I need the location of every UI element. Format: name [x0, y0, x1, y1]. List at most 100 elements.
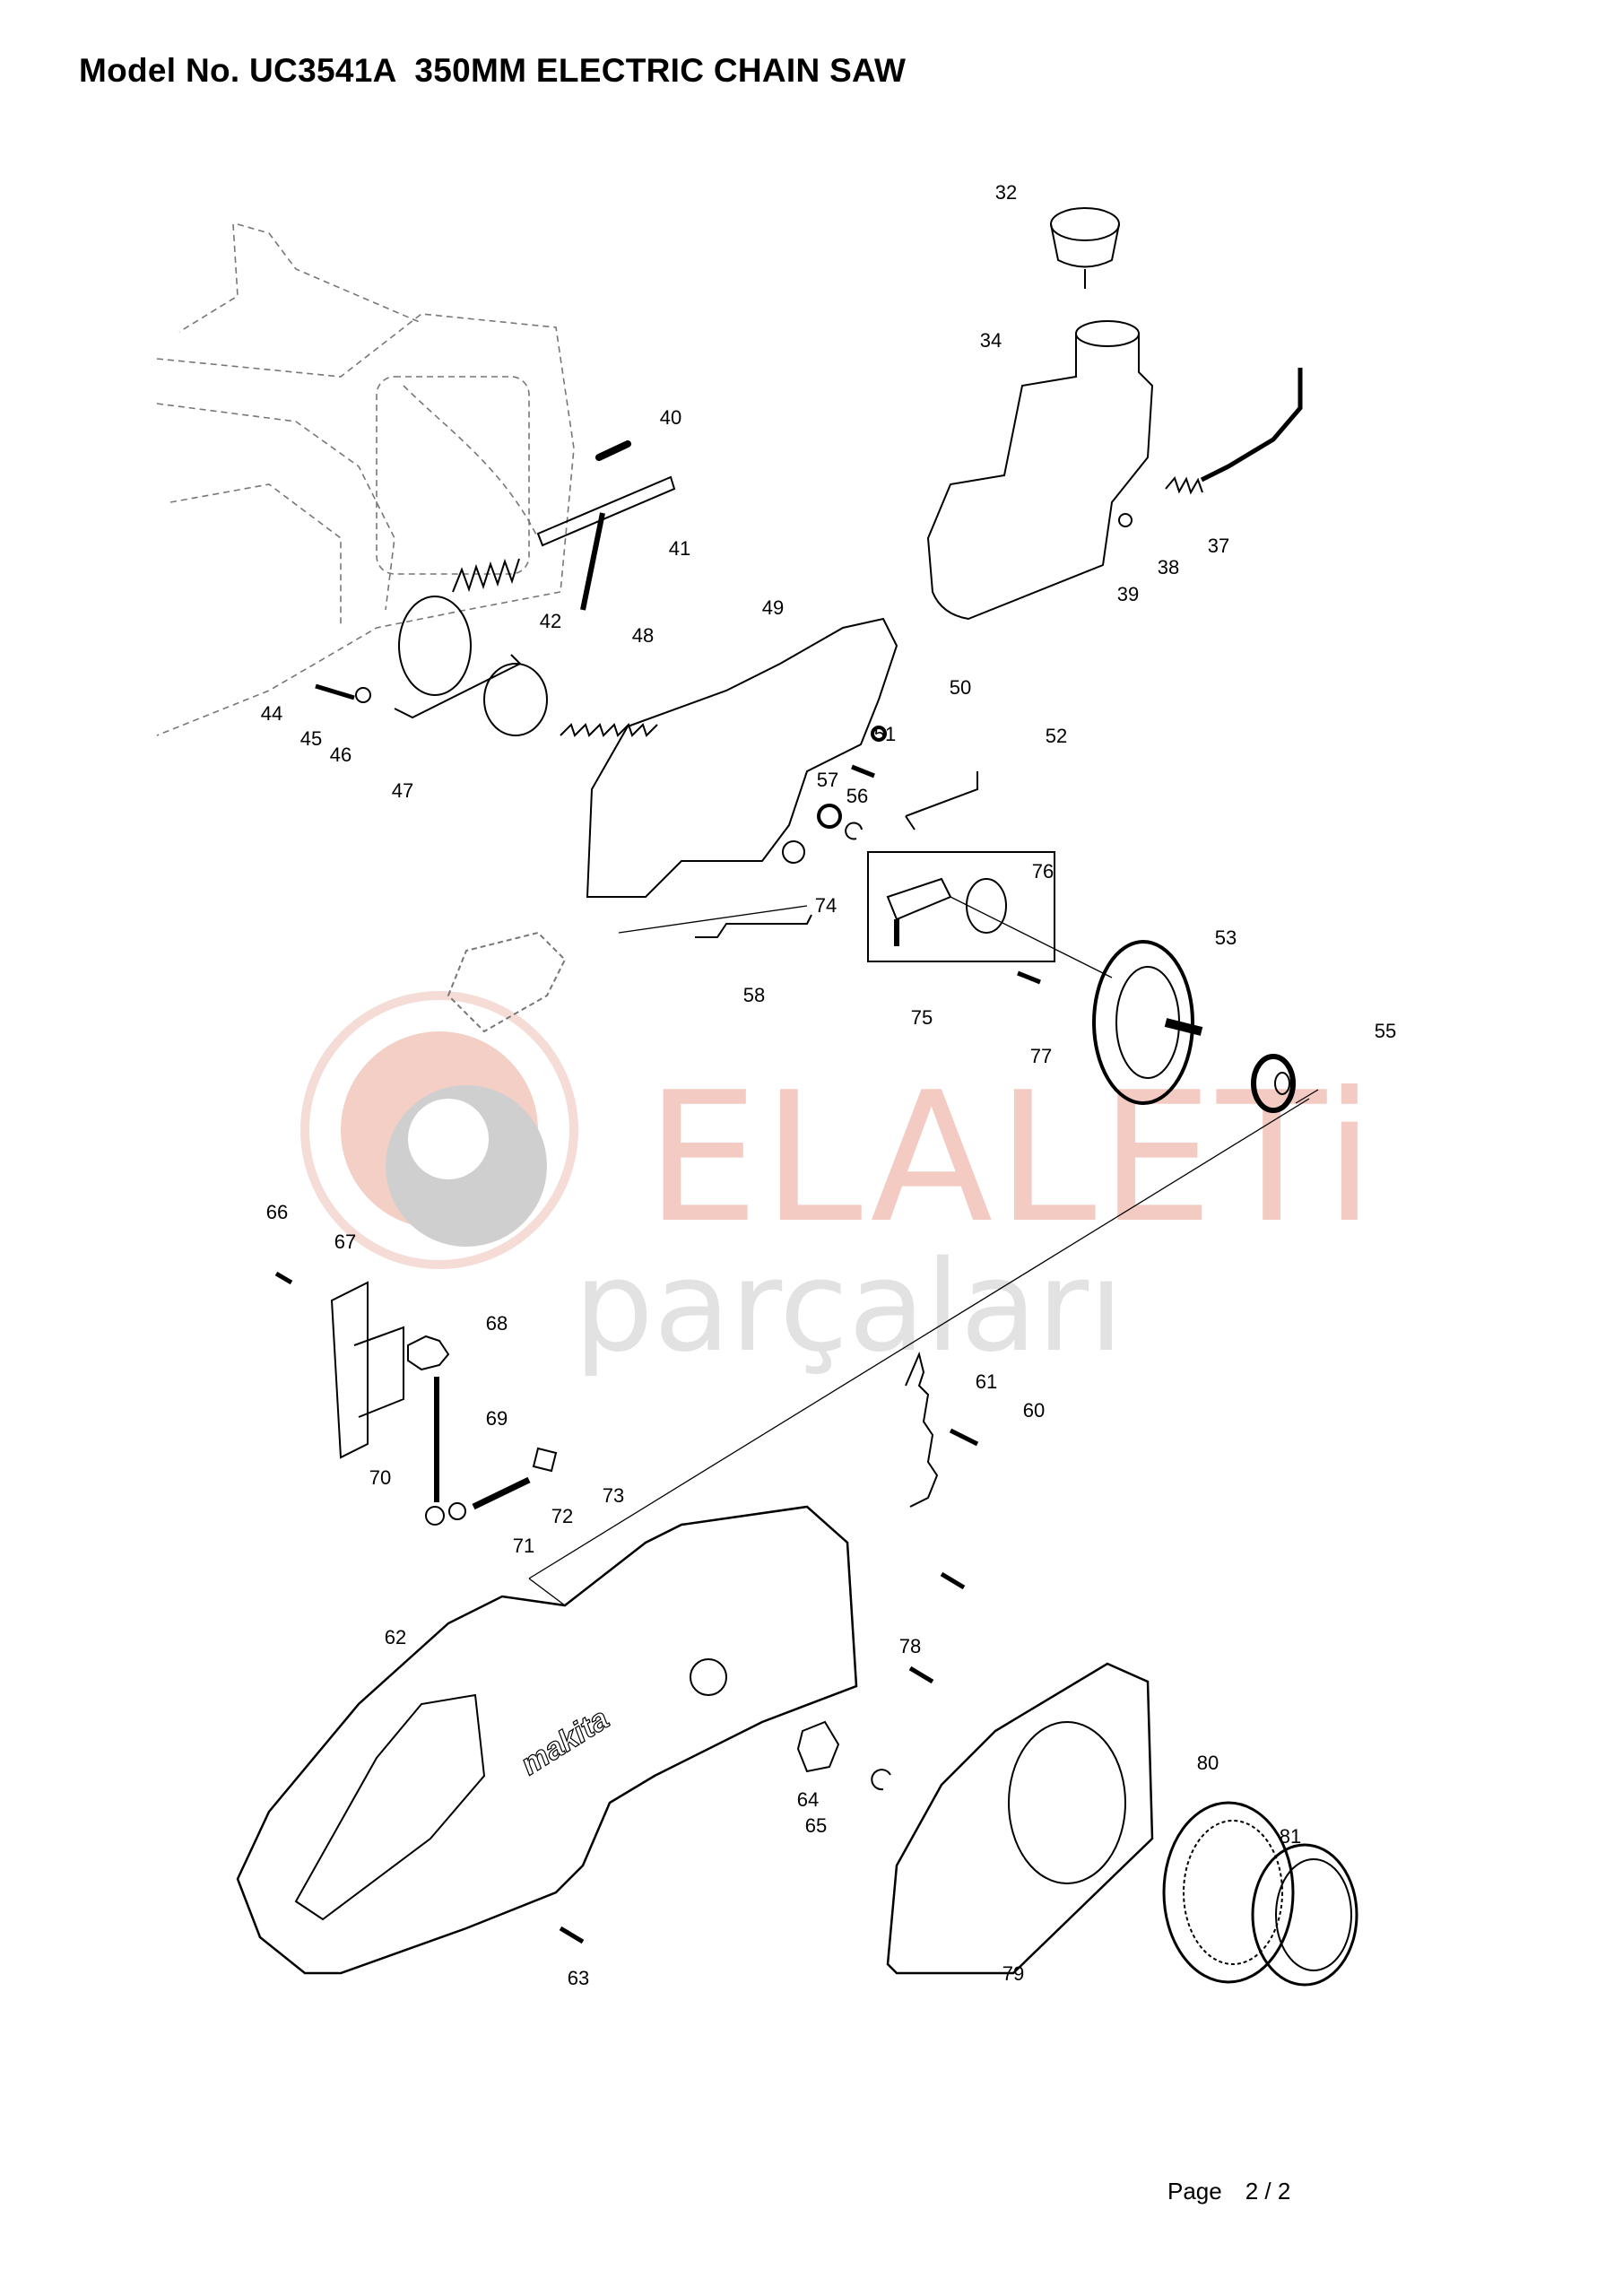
part-number-label: 41 — [668, 537, 691, 560]
part-number-label: 44 — [260, 702, 283, 725]
part-number-label: 39 — [1116, 583, 1140, 605]
part-41-lever — [536, 475, 676, 611]
part-number-label: 53 — [1214, 926, 1237, 949]
page-label: Page — [1167, 2178, 1222, 2205]
part-number-label: 81 — [1279, 1825, 1302, 1848]
part-number-label: 48 — [631, 624, 655, 647]
part-62-housing — [236, 1505, 858, 1975]
part-38-spring — [1165, 475, 1203, 495]
part-number-label: 32 — [994, 181, 1018, 204]
part-number-label: 69 — [485, 1407, 508, 1430]
part-53-gear — [1092, 940, 1203, 1105]
part-56-clip — [845, 822, 863, 840]
part-79-window — [1008, 1721, 1126, 1884]
part-number-label: 67 — [334, 1231, 357, 1253]
part-75-oil-pump-assembly — [867, 851, 1055, 962]
part-79-sprocket-cover — [886, 1662, 1154, 1975]
part-number-label: 51 — [873, 723, 897, 745]
part-number-label: 38 — [1157, 556, 1180, 578]
leader-lines — [528, 896, 1319, 1606]
part-62-boss — [690, 1658, 727, 1696]
part-number-label: 65 — [804, 1814, 828, 1837]
part-64-nut — [796, 1720, 840, 1773]
part-number-label: 79 — [1002, 1962, 1025, 1985]
page-title: Model No. UC3541A 350MM ELECTRIC CHAIN S… — [79, 52, 907, 89]
part-40-pin — [595, 440, 631, 461]
part-62-handle-opening — [294, 1693, 486, 1921]
part-55-bearing — [1251, 1054, 1296, 1113]
part-number-label: 49 — [761, 596, 785, 619]
part-34-oil-tank — [926, 320, 1154, 621]
part-70-nut — [425, 1506, 445, 1526]
part-52-shaft — [905, 771, 978, 831]
part-50-oring — [871, 726, 887, 742]
page-number: 2 / 2 — [1245, 2178, 1291, 2205]
part-75-oil-pump — [886, 877, 952, 946]
part-number-label: 55 — [1374, 1020, 1397, 1042]
part-51-screw — [851, 764, 875, 778]
part-number-label: 46 — [329, 744, 352, 766]
part-number-label: 64 — [796, 1788, 820, 1811]
part-78-screw — [908, 1665, 934, 1684]
part-60-screw — [949, 1428, 979, 1447]
part-number-label: 56 — [846, 785, 869, 807]
part-77-screw — [1017, 970, 1041, 985]
part-number-label: 66 — [265, 1201, 289, 1223]
part-number-label: 62 — [384, 1626, 407, 1648]
part-39-oring — [1118, 513, 1133, 527]
part-72-adjust-screw — [472, 1476, 531, 1510]
part-57-bearing — [817, 804, 842, 829]
part-number-label: 77 — [1029, 1045, 1053, 1067]
part-58-handle-outline — [447, 931, 567, 1033]
part-63-screw — [559, 1926, 585, 1944]
part-61-bumper-spike — [905, 1351, 939, 1508]
part-76-worm — [966, 878, 1007, 934]
part-48-spring — [560, 723, 658, 737]
part-65-eclip — [871, 1769, 891, 1791]
part-number-label: 58 — [742, 984, 766, 1006]
part-74-bushing — [782, 840, 805, 864]
part-number-label: 60 — [1022, 1399, 1046, 1422]
part-46-brake-band — [394, 596, 522, 719]
part-67-guide-plate — [330, 1281, 404, 1459]
part-number-label: 78 — [898, 1635, 922, 1657]
part-number-label: 72 — [551, 1505, 574, 1527]
part-66-screw — [274, 1271, 293, 1285]
part-47-ring — [483, 663, 548, 736]
chainsaw-body-outline — [156, 223, 575, 736]
part-number-label: 50 — [949, 676, 972, 699]
part-68-knob — [407, 1335, 450, 1371]
page-footer: Page 2 / 2 — [1167, 2178, 1314, 2205]
part-number-label: 37 — [1207, 535, 1230, 557]
part-number-label: 80 — [1196, 1752, 1219, 1774]
part-71-washer — [448, 1502, 466, 1520]
part-number-label: 40 — [659, 406, 682, 429]
part-60-screw-lower — [940, 1571, 966, 1590]
part-number-label: 71 — [512, 1535, 535, 1557]
watermark-gear-icon — [300, 991, 578, 1269]
part-number-label: 75 — [910, 1006, 933, 1029]
part-number-label: 57 — [816, 769, 839, 791]
part-number-label: 45 — [299, 727, 323, 750]
part-37-oil-hose — [1200, 368, 1303, 483]
part-number-label: 76 — [1031, 860, 1055, 883]
part-number-label: 74 — [814, 894, 838, 917]
part-number-label: 61 — [975, 1370, 998, 1393]
part-number-label: 52 — [1045, 725, 1068, 747]
part-81-knob — [1251, 1843, 1358, 1987]
makita-logo: makita — [515, 1701, 615, 1781]
part-number-label: 68 — [485, 1312, 508, 1335]
part-42-spring — [452, 558, 520, 593]
part-number-label: 73 — [602, 1484, 625, 1507]
part-80-ring — [1162, 1801, 1295, 1984]
part-number-label: 34 — [979, 329, 1002, 352]
part-number-label: 47 — [391, 779, 414, 802]
part-number-label: 42 — [539, 610, 562, 632]
part-58-wire — [695, 914, 812, 938]
part-32-oil-cap — [1050, 207, 1120, 289]
part-number-label: 63 — [567, 1967, 590, 1989]
part-49-gear-housing — [586, 617, 898, 898]
part-number-label: 70 — [369, 1466, 392, 1489]
part-44-screw — [315, 683, 355, 700]
